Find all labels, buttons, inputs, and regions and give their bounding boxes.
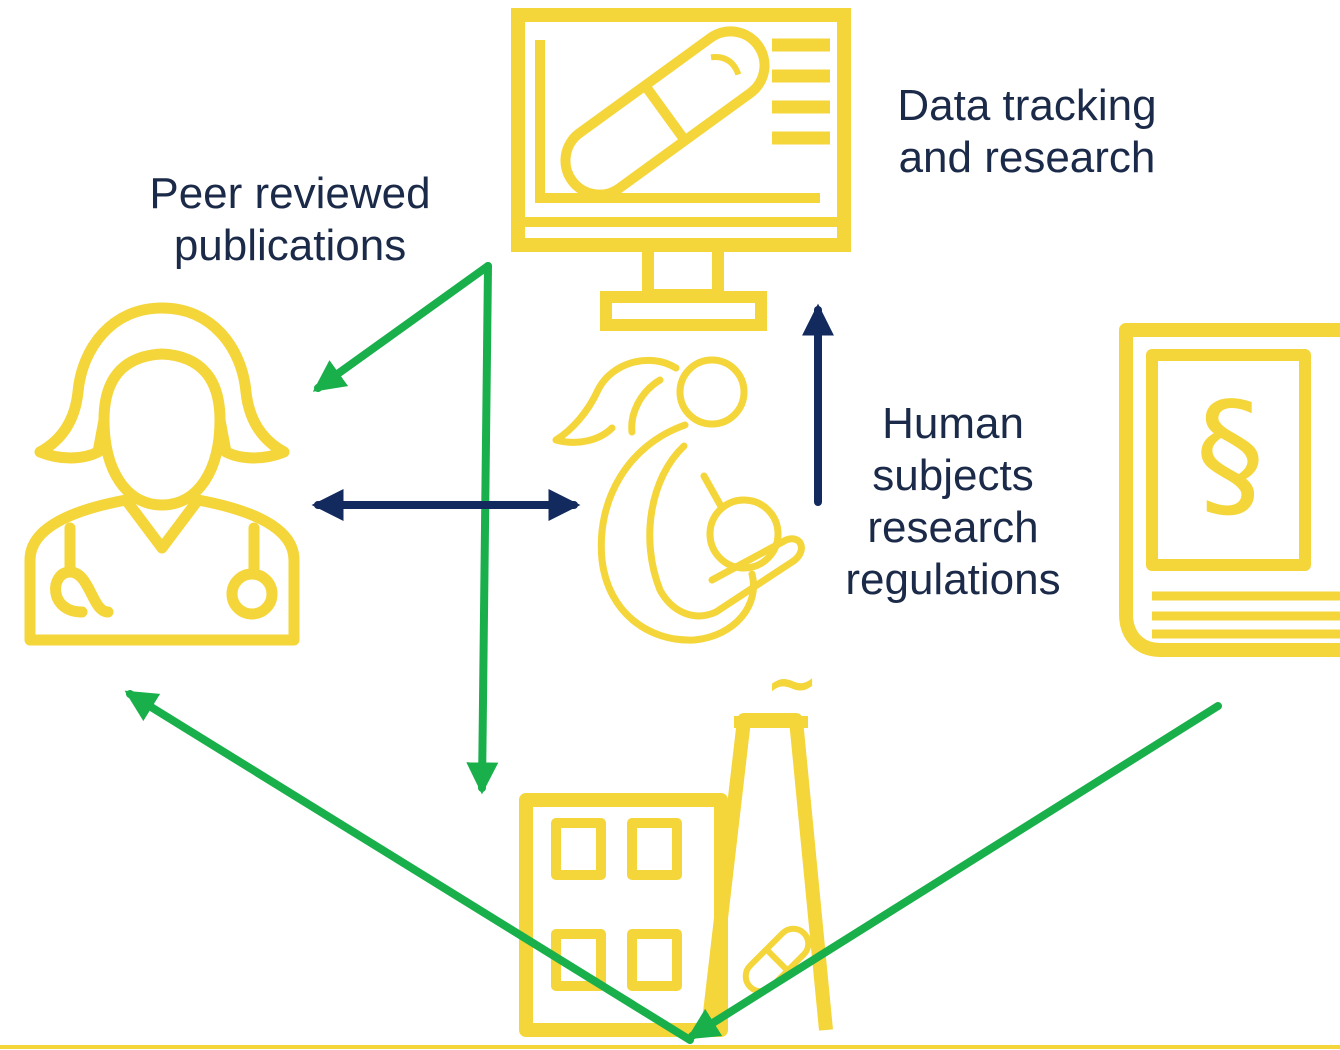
arrow-publications-to-doctor	[312, 262, 492, 392]
monitor-pill-chart-icon	[511, 8, 851, 331]
label-line: Data tracking	[897, 81, 1157, 130]
label-human-subjects: Human subjects research regulations	[818, 398, 1088, 606]
label-line: and research	[898, 133, 1156, 182]
law-book-icon	[1119, 323, 1340, 657]
label-data-tracking: Data tracking and research	[872, 80, 1182, 184]
label-line: research	[867, 503, 1039, 552]
label-line: regulations	[845, 555, 1061, 604]
section-symbol-icon: §	[1195, 373, 1265, 536]
label-line: Human	[882, 399, 1024, 448]
label-peer-reviewed: Peer reviewed publications	[120, 168, 460, 272]
arrow-factory-to-doctor	[124, 690, 694, 1044]
pharma-factory-icon	[519, 713, 833, 1037]
navy-arrows	[311, 303, 834, 521]
label-line: subjects	[872, 451, 1034, 500]
label-line: publications	[173, 221, 407, 270]
label-line: Peer reviewed	[149, 169, 431, 218]
arrow-lawbook-to-factory	[686, 702, 1222, 1040]
mother-breastfeeding-icon	[552, 356, 805, 644]
green-arrows	[124, 262, 1222, 1044]
smoke-icon: ~	[765, 647, 819, 721]
arrow-publications-to-factory	[466, 262, 499, 795]
doctor-stethoscope-icon	[24, 302, 300, 646]
